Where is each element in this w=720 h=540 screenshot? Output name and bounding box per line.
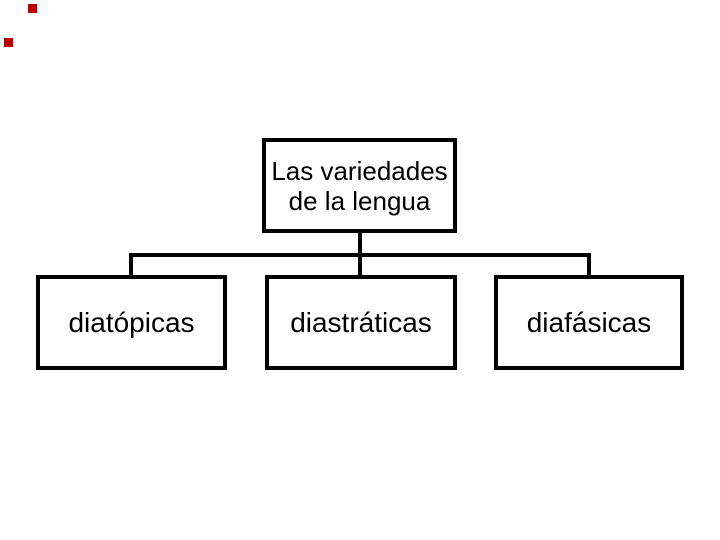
red-square-marker-left: [4, 38, 13, 47]
root-node-label: Las variedades de la lengua: [271, 155, 448, 216]
root-node: Las variedades de la lengua: [262, 138, 457, 233]
connector-stub-left-child: [129, 253, 133, 275]
child-node-diastraticas: diastráticas: [265, 275, 457, 370]
child-node-diatopicas: diatópicas: [36, 275, 227, 370]
child-node-label: diastráticas: [290, 306, 432, 338]
child-node-label: diatópicas: [68, 306, 195, 338]
connector-horizontal-distributor: [129, 253, 591, 257]
red-square-marker-top: [28, 4, 37, 13]
child-node-diafasicas: diafásicas: [494, 275, 684, 370]
connector-stub-right-child: [587, 253, 591, 275]
child-node-label: diafásicas: [526, 306, 652, 338]
